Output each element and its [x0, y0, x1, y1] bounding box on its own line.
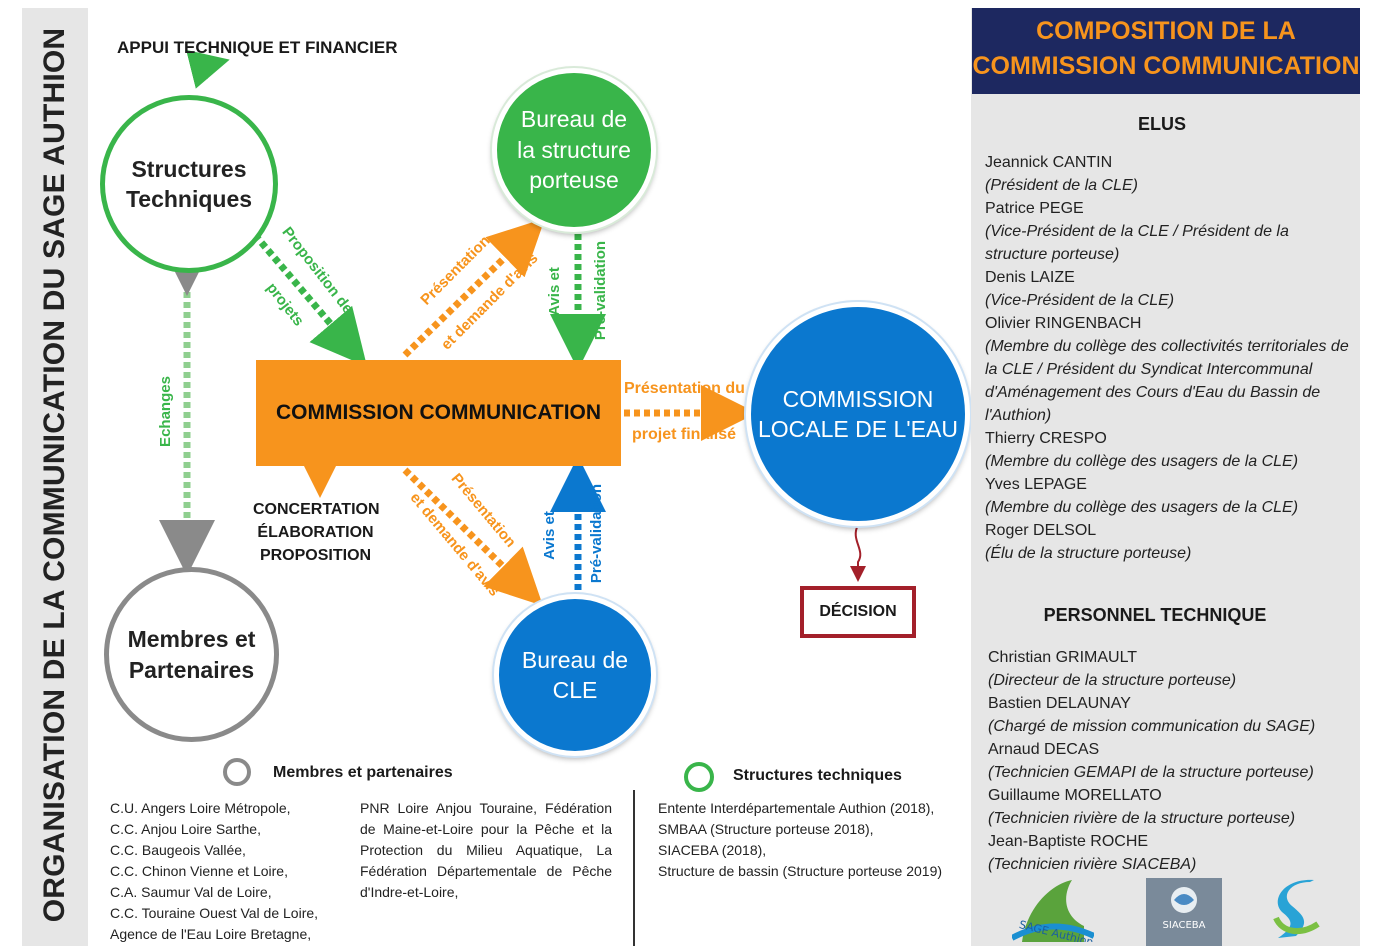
decision-arrow [850, 524, 866, 582]
label-projet-final: projet finalisé [632, 426, 737, 443]
panel-header: COMPOSITION DE LA COMMISSION COMMUNICATI… [972, 8, 1360, 94]
grey-circle-icon [223, 758, 251, 786]
smbaa-logo-icon [1270, 878, 1326, 944]
label-presentation-final: Présentation du [624, 380, 745, 397]
bureau-structure-node: Bureau de la structure porteuse [492, 68, 656, 232]
membres-partenaires-node: Membres et Partenaires [104, 567, 279, 742]
sage-authion-logo: SAGE Authion [1010, 876, 1096, 949]
elus-title: ELUS [1137, 114, 1186, 134]
siaceba-logo: SIACEBA [1146, 878, 1222, 946]
siaceba-logo-text: SIACEBA [1163, 920, 1206, 931]
label-avis-down: Avis et [540, 511, 558, 560]
tech-list: Christian GRIMAULT (Directeur de la stru… [988, 649, 1316, 873]
legend-structures-title: Structures techniques [733, 767, 902, 784]
label-prevalidation-down: Pré-validation [588, 483, 606, 584]
legend-membres-col1: C.U. Angers Loire Métropole, C.C. Anjou … [110, 800, 319, 942]
bureau-cle-node: Bureau de CLE [494, 594, 656, 756]
legend-membres-col2: PNR Loire Anjou Touraine, Fédération de … [360, 800, 612, 900]
concertation-label: CONCERTATION ÉLABORATION PROPOSITION [253, 501, 380, 565]
appui-arrow [186, 49, 230, 89]
composition-panel [971, 8, 1360, 946]
legend-structures-list: Entente Interdépartementale Authion (201… [658, 800, 943, 879]
structures-techniques-node: Structures Techniques [100, 95, 278, 273]
commission-locale-eau-node: COMMISSION LOCALE DE L'EAU [746, 302, 970, 526]
label-prevalidation-up: Pré-validation [592, 240, 610, 341]
left-title-band [22, 8, 88, 946]
legend-membres-title: Membres et partenaires [273, 764, 453, 781]
label-echanges: Echanges [156, 376, 174, 447]
commission-communication-box: COMMISSION COMMUNICATION [256, 360, 621, 466]
proposition-arrow [252, 232, 368, 367]
green-circle-icon [684, 762, 714, 792]
elus-list: Jeannick CANTIN (Président de la CLE) Pa… [985, 154, 1349, 562]
presentation-up-arrow [402, 218, 546, 358]
decision-box: DÉCISION [800, 586, 916, 638]
tech-title: PERSONNEL TECHNIQUE [1043, 605, 1267, 625]
appui-label: APPUI TECHNIQUE ET FINANCIER [117, 38, 398, 57]
label-avis-up: Avis et [545, 267, 563, 316]
